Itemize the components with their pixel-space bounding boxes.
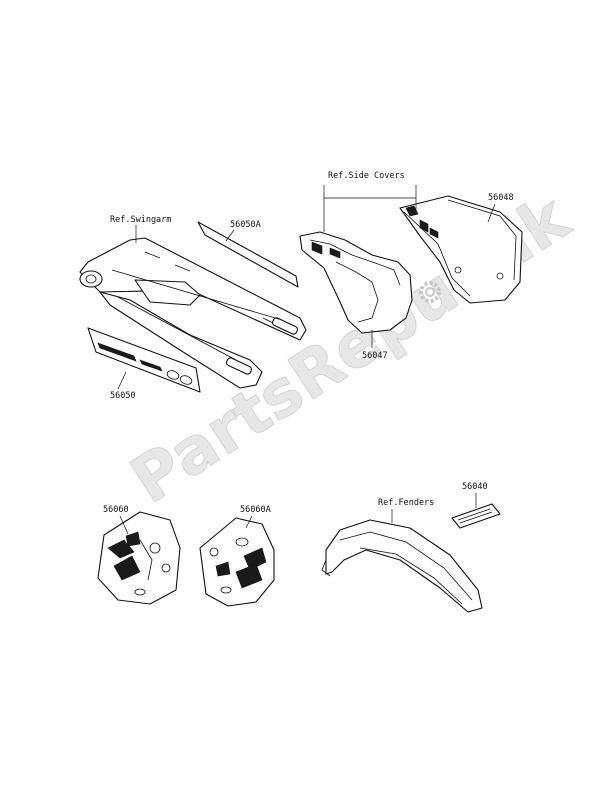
leader-56060A [245,515,253,529]
leader-56048 [487,203,496,223]
panel-56060A [199,517,275,607]
label-56047: 56047 [362,351,388,361]
label-56050: 56050 [110,391,136,401]
panel-56060 [97,511,181,605]
swingarm [79,237,307,389]
label-56060A: 56060A [240,505,271,515]
rear-fender [321,519,483,613]
leader-56050A [225,229,235,242]
side-cover-left [299,231,413,334]
label-plate-56040 [451,503,501,529]
leader-56050 [117,371,127,390]
decal-56050A [197,221,299,288]
label-56060: 56060 [103,505,129,515]
side-cover-right [399,195,523,304]
label-56040: 56040 [462,482,488,492]
bracket-side-covers [323,185,417,199]
gear-icon [419,281,441,303]
label-ref-swingarm: Ref.Swingarm [110,215,171,225]
leader-56060 [119,515,129,535]
label-56050A: 56050A [230,220,261,230]
decal-56050 [87,327,201,393]
label-ref-fenders: Ref.Fenders [378,498,434,508]
label-56048: 56048 [488,193,514,203]
label-ref-side-covers: Ref.Side Covers [328,171,405,181]
